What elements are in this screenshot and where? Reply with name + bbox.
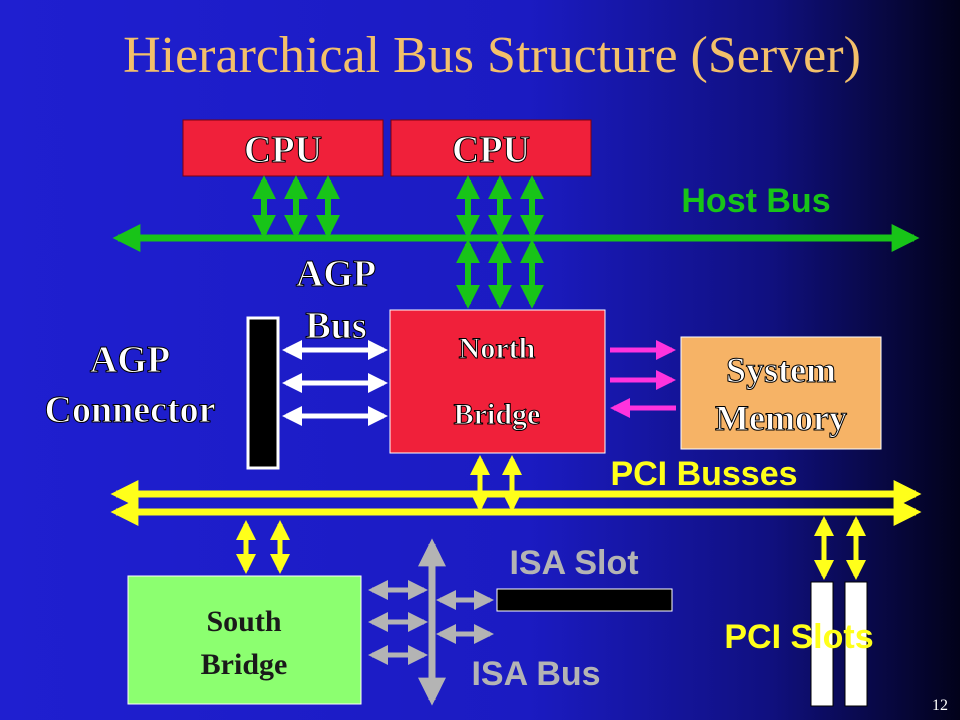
pci-slot-2 — [844, 581, 868, 707]
page-number: 12 — [932, 697, 948, 714]
svg-text:AGP: AGP — [90, 339, 170, 381]
cpu-box-2: CPU — [390, 119, 592, 177]
agp-connector-label: AGP Connector — [44, 339, 216, 432]
isa-slot-label: ISA Slot — [509, 544, 638, 582]
svg-text:Bus: Bus — [305, 305, 366, 347]
cpu-host-arrows — [252, 175, 544, 239]
svg-text:System: System — [726, 350, 836, 390]
pci-slots-label: PCI Slots — [724, 618, 873, 656]
memory-arrows — [610, 340, 676, 418]
southbridge-isa-arrows — [368, 580, 428, 665]
cpu-box-1: CPU — [182, 119, 384, 177]
host-northbridge-arrows — [456, 239, 544, 309]
page-title: Hierarchical Bus Structure (Server) — [123, 27, 861, 84]
isa-slot — [496, 588, 673, 612]
svg-text:South: South — [206, 605, 281, 638]
pci-busses-label: PCI Busses — [610, 455, 797, 493]
svg-text:AGP: AGP — [296, 253, 376, 295]
isa-slot-arrows — [436, 590, 494, 644]
cpu-label-1: CPU — [244, 129, 322, 171]
northbridge-pci-arrows — [470, 455, 522, 512]
cpu-label-2: CPU — [452, 129, 530, 171]
pci-busses — [110, 480, 922, 526]
svg-text:Bridge: Bridge — [201, 648, 288, 681]
southbridge-pci-arrows — [236, 520, 290, 574]
host-bus-label: Host Bus — [681, 182, 830, 220]
agp-connector — [246, 316, 280, 470]
system-memory: System Memory — [680, 336, 882, 450]
pci-slot-arrows — [814, 516, 866, 580]
svg-text:Bridge: Bridge — [454, 398, 541, 431]
south-bridge: South Bridge — [127, 575, 362, 705]
north-bridge: North Bridge — [389, 309, 606, 454]
svg-text:North: North — [459, 332, 536, 365]
agp-bus-arrows — [282, 340, 388, 426]
svg-text:Memory: Memory — [715, 398, 847, 438]
agp-bus-label: AGP Bus — [295, 253, 376, 348]
isa-bus-label: ISA Bus — [471, 655, 600, 693]
pci-slot-1 — [810, 581, 834, 707]
svg-text:Connector: Connector — [45, 389, 216, 431]
